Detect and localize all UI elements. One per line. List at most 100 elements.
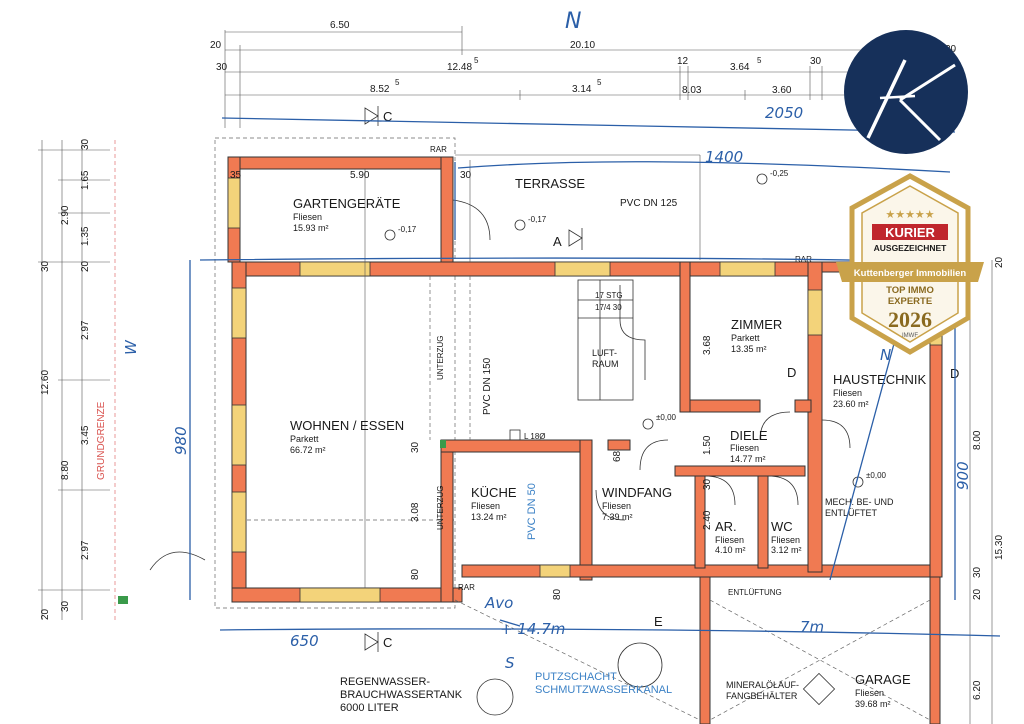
badge-line2: EXPERTE	[888, 296, 932, 307]
svg-text:13.24 m²: 13.24 m²	[471, 512, 507, 522]
svg-text:35: 35	[230, 170, 242, 181]
section-marker-c-bottom: C	[364, 632, 392, 652]
svg-text:1.50: 1.50	[702, 435, 713, 455]
top-dimension-lines	[224, 26, 955, 128]
svg-text:Fliesen: Fliesen	[715, 535, 744, 545]
unterzug-top: UNTERZUG	[436, 336, 445, 380]
svg-text:Fliesen: Fliesen	[833, 388, 862, 398]
svg-text:L 18Ø: L 18Ø	[524, 432, 546, 441]
putzschacht-line-2: SCHMUTZWASSERKANAL	[535, 684, 672, 696]
svg-text:C: C	[383, 109, 392, 124]
room-wc: WC Fliesen 3.12 m²	[771, 519, 802, 555]
dim-30-right: 30	[810, 56, 822, 67]
dim-sup-b: 5	[757, 56, 762, 65]
svg-text:WINDFANG: WINDFANG	[602, 485, 672, 500]
dim-sup-d: 5	[597, 78, 602, 87]
room-garage: GARAGE Fliesen 39.68 m²	[855, 672, 911, 709]
room-gartengeraete: GARTENGERÄTE Fliesen 15.93 m²	[293, 196, 401, 233]
badge-sub: AUSGEZEICHNET	[874, 243, 948, 253]
svg-text:3.12 m²: 3.12 m²	[771, 545, 802, 555]
svg-text:RAR: RAR	[430, 145, 447, 154]
note-2050: 2050	[765, 104, 803, 122]
svg-text:-0,25: -0,25	[770, 169, 789, 178]
svg-text:Fliesen: Fliesen	[730, 443, 759, 453]
section-marker-c-top: C	[364, 106, 392, 126]
note-avo: Avo	[484, 594, 513, 612]
pvc-dn-50: PVC DN 50	[526, 483, 538, 540]
svg-text:17/4 30: 17/4 30	[595, 303, 622, 312]
svg-text:Fliesen: Fliesen	[855, 688, 884, 698]
svg-text:30: 30	[80, 138, 91, 150]
mech-line-2: ENTLÜFTET	[825, 508, 878, 518]
svg-text:KÜCHE: KÜCHE	[471, 485, 517, 500]
svg-text:A: A	[553, 234, 562, 249]
svg-text:12.60: 12.60	[40, 370, 51, 395]
pvc-dn-150: PVC DN 150	[482, 357, 493, 415]
handwritten-notes: 2050 1400 980 900 650 + 14.7m 7m W S Avo…	[122, 104, 1001, 672]
dim-12-48: 12.48	[447, 62, 472, 73]
svg-text:Fliesen: Fliesen	[602, 501, 631, 511]
svg-text:3.68: 3.68	[702, 335, 713, 355]
svg-text:E: E	[654, 614, 663, 629]
room-diele: DIELE Fliesen 14.77 m²	[730, 428, 768, 464]
svg-text:15.93 m²: 15.93 m²	[293, 223, 329, 233]
luftraum-label-2: RAUM	[592, 359, 619, 369]
right-dimensions: 8.00 15.30 6.20 20 30 20	[969, 256, 1005, 724]
svg-text:HAUSTECHNIK: HAUSTECHNIK	[833, 372, 927, 387]
svg-text:8.00: 8.00	[972, 430, 983, 450]
svg-text:80: 80	[552, 588, 563, 600]
company-logo	[844, 30, 968, 154]
svg-text:1.65: 1.65	[80, 170, 91, 190]
north-indicator: N	[565, 9, 581, 34]
badge-year: 2026	[888, 307, 932, 332]
svg-text:23.60 m²: 23.60 m²	[833, 399, 869, 409]
svg-text:Fliesen: Fliesen	[771, 535, 800, 545]
svg-text:30: 30	[410, 441, 421, 453]
svg-text:6.20: 6.20	[972, 680, 983, 700]
svg-text:±0,00: ±0,00	[656, 413, 677, 422]
note-1400: 1400	[705, 148, 743, 166]
regen-line-2: BRAUCHWASSERTANK	[340, 689, 463, 701]
dim-12: 12	[677, 56, 689, 67]
dim-8-03: 8.03	[682, 85, 702, 96]
svg-text:80: 80	[410, 568, 421, 580]
terrasse-label: TERRASSE	[515, 176, 585, 191]
dim-8-52: 8.52	[370, 84, 390, 95]
svg-text:±0,00: ±0,00	[866, 471, 887, 480]
svg-text:Fliesen: Fliesen	[471, 501, 500, 511]
boundary-marker-mid	[440, 440, 446, 448]
svg-text:GARTENGERÄTE: GARTENGERÄTE	[293, 196, 401, 211]
walls	[227, 156, 943, 724]
plan-annotations: PVC DN 125 PVC DN 150 PVC DN 50 UNTERZUG…	[340, 145, 959, 714]
room-ar: AR. Fliesen 4.10 m²	[715, 519, 746, 555]
dim-3-14: 3.14	[572, 84, 592, 95]
svg-text:20: 20	[972, 588, 983, 600]
svg-text:66.72 m²: 66.72 m²	[290, 445, 326, 455]
dim-sup-c: 5	[395, 78, 400, 87]
rainwater-tank	[476, 678, 514, 716]
left-dimensions: 30 12.60 2.90 8.80 30 30 1.65 1.35 20 2.…	[40, 138, 107, 620]
svg-text:14.77 m²: 14.77 m²	[730, 454, 766, 464]
mech-line-1: MECH. BE- UND	[825, 497, 894, 507]
svg-text:Parkett: Parkett	[731, 333, 760, 343]
svg-text:5.90: 5.90	[350, 170, 370, 181]
room-zimmer: ZIMMER Parkett 13.35 m²	[731, 317, 782, 354]
badge-org: IMWF	[902, 333, 918, 339]
note-900: 900	[954, 461, 972, 490]
dim-20-left: 20	[210, 40, 222, 51]
svg-text:WOHNEN / ESSEN: WOHNEN / ESSEN	[290, 418, 404, 433]
svg-text:RAR: RAR	[458, 583, 475, 592]
svg-text:★★★★★: ★★★★★	[885, 208, 934, 221]
svg-text:39.68 m²: 39.68 m²	[855, 699, 891, 709]
svg-text:Fliesen: Fliesen	[293, 212, 322, 222]
note-980: 980	[172, 426, 190, 455]
note-7m: 7m	[800, 618, 824, 636]
svg-text:2.40: 2.40	[702, 510, 713, 530]
putzschacht-line-1: PUTZSCHACHT	[535, 671, 617, 683]
svg-text:20: 20	[40, 608, 51, 620]
svg-text:-0,17: -0,17	[528, 215, 547, 224]
note-650: 650	[290, 632, 319, 650]
dim-3-64: 3.64	[730, 62, 750, 73]
room-kueche: KÜCHE Fliesen 13.24 m²	[471, 485, 517, 522]
